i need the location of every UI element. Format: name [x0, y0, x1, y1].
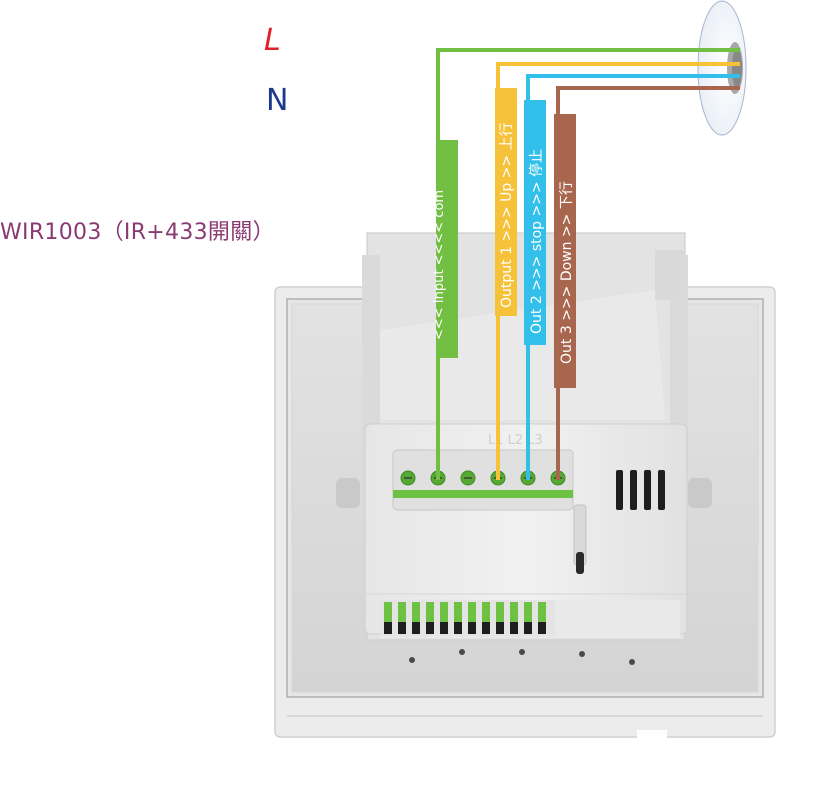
- out3-label-tag: Out 3 >>> Down >> 下行: [554, 114, 576, 388]
- com-label: <<< Input <<<< com: [432, 190, 447, 340]
- pin: [496, 602, 504, 622]
- neutral-label: N: [266, 83, 288, 118]
- pin: [482, 602, 490, 622]
- pin-base: [454, 622, 462, 634]
- pin-base: [398, 622, 406, 634]
- pin: [510, 602, 518, 622]
- com-label-tag: <<< Input <<<< com: [432, 140, 458, 358]
- pin: [412, 602, 420, 622]
- pin-base: [440, 622, 448, 634]
- neutral-wire: [318, 86, 412, 480]
- pin-header: [380, 600, 555, 636]
- pin-base: [468, 622, 476, 634]
- out1-wire: [496, 62, 740, 480]
- pin: [398, 602, 406, 622]
- out1-label: Output 1 >>> Up >> 上行: [499, 122, 515, 308]
- vent-slots: [616, 470, 665, 510]
- pin-base: [538, 622, 546, 634]
- out3-label: Out 3 >>> Down >> 下行: [559, 181, 575, 364]
- pin: [440, 602, 448, 622]
- pin-base: [412, 622, 420, 634]
- out2-label-tag: Out 2 >>> stop >>> 停止: [524, 100, 546, 345]
- pin-base: [426, 622, 434, 634]
- pin: [384, 602, 392, 622]
- device-title: WIR1003（IR+433開關）: [0, 220, 275, 245]
- live-wire: [300, 34, 472, 480]
- pin-base: [482, 622, 490, 634]
- out2-wire: [526, 74, 740, 480]
- pin: [454, 602, 462, 622]
- motor-cable-icon: [697, 0, 747, 136]
- out1-label-tag: Output 1 >>> Up >> 上行: [495, 88, 517, 316]
- pin: [538, 602, 546, 622]
- pin-base: [496, 622, 504, 634]
- screw-holes: [409, 649, 635, 665]
- pin-base: [510, 622, 518, 634]
- slide-switch: [573, 504, 587, 574]
- pin-base: [384, 622, 392, 634]
- out2-label: Out 2 >>> stop >>> 停止: [528, 149, 545, 334]
- pin-base: [524, 622, 532, 634]
- pin: [468, 602, 476, 622]
- live-label: L: [264, 23, 281, 58]
- pin: [426, 602, 434, 622]
- pin: [524, 602, 532, 622]
